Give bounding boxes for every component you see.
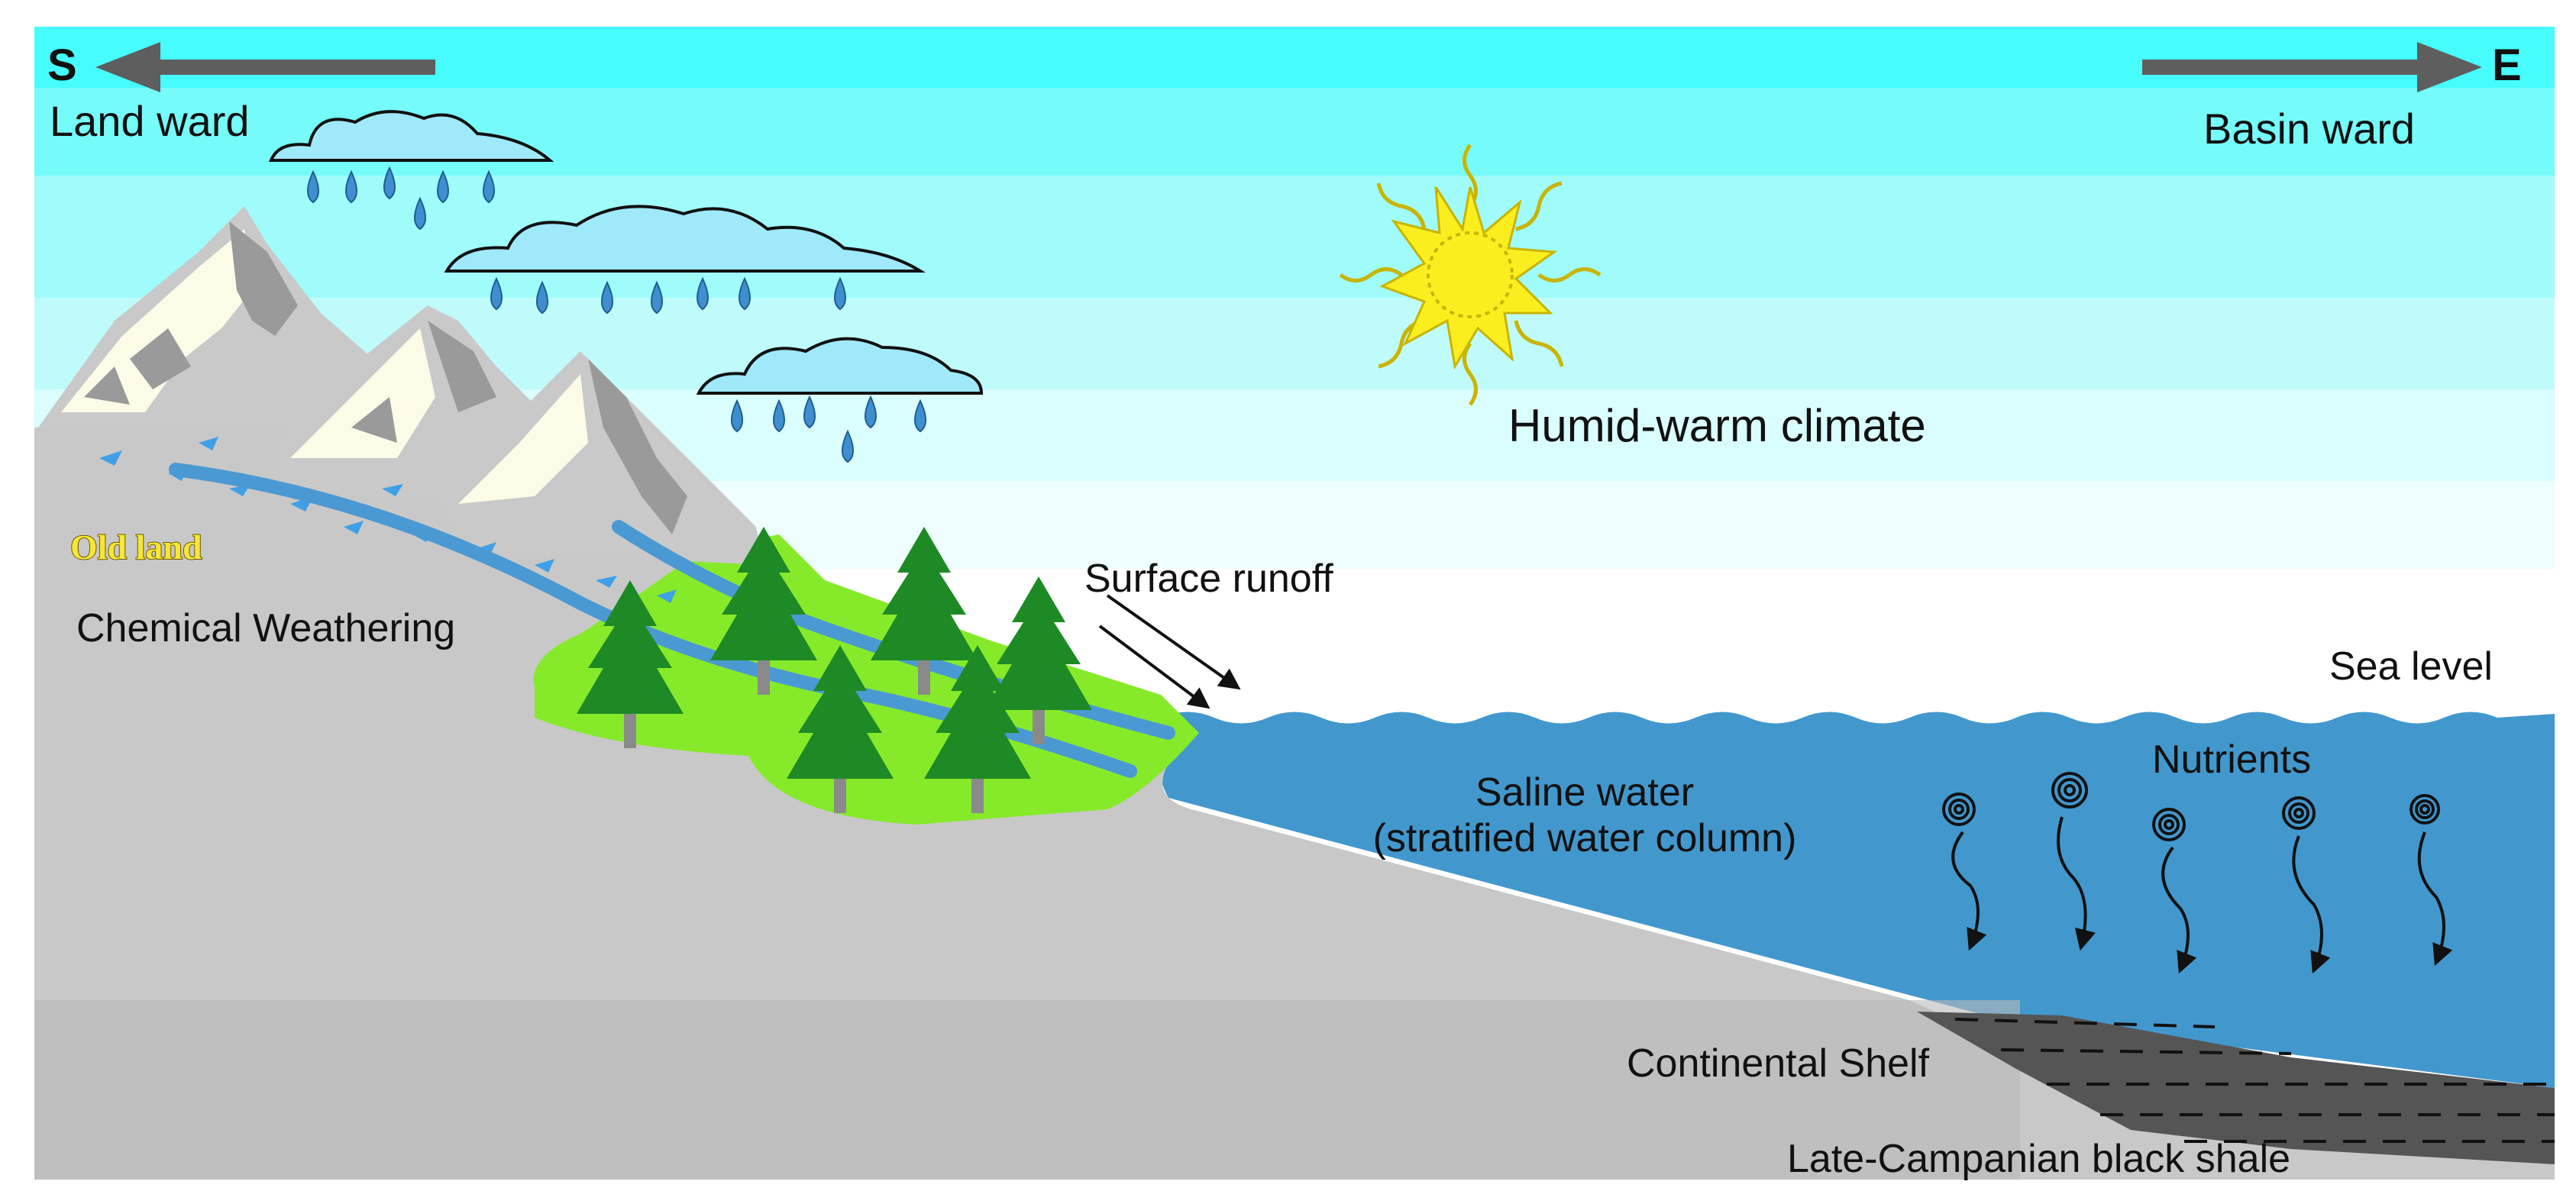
east-letter: E — [2492, 40, 2522, 90]
raindrop-icon — [865, 395, 877, 429]
climate-label: Humid-warm climate — [1508, 400, 1926, 451]
arrow-left-icon — [95, 42, 435, 92]
raindrop-icon — [536, 280, 548, 315]
nutrient-spiral-icon — [2282, 796, 2316, 830]
old-land-label: Old land — [70, 528, 202, 566]
raindrop-icon — [914, 399, 926, 433]
raindrop-icon — [803, 395, 816, 429]
raindrop-icon — [697, 276, 709, 311]
black-shale-label: Late-Campanian black shale — [1787, 1137, 2290, 1181]
sinking-arrow-icon — [2417, 831, 2453, 967]
sea-level-label: Sea level — [2329, 644, 2493, 689]
raindrop-icon — [414, 196, 426, 231]
tree-icon — [985, 576, 1092, 744]
mountain-icon — [443, 351, 764, 565]
sinking-arrow-icon — [1951, 831, 1987, 951]
raindrop-icon — [731, 399, 743, 433]
nutrient-spiral-icon — [2152, 808, 2186, 841]
tree-icon — [710, 527, 817, 695]
raindrop-icon — [651, 280, 663, 315]
forest — [577, 527, 1092, 813]
sinking-arrow-icon — [2161, 846, 2197, 974]
arrow-right-icon — [2142, 42, 2482, 92]
tree-icon — [924, 645, 1031, 813]
nutrient-flux — [1942, 772, 2453, 974]
basinward-label: Basin ward — [2203, 105, 2415, 153]
south-letter: S — [47, 40, 77, 90]
continental-shelf-label: Continental Shelf — [1627, 1041, 1930, 1086]
landward-label: Land ward — [50, 97, 250, 145]
nutrient-spiral-icon — [2051, 772, 2088, 809]
raindrop-icon — [842, 429, 854, 463]
raindrop-icon — [307, 169, 319, 204]
vegetated-lowland — [533, 534, 1199, 825]
cloud-icon — [269, 110, 554, 162]
raindrop-icon — [490, 276, 503, 311]
chemical-weathering-label: Chemical Weathering — [76, 606, 455, 650]
nutrients-label: Nutrients — [2152, 738, 2311, 782]
stratified-water-label: (stratified water column) — [1373, 816, 1797, 860]
tree-icon — [871, 527, 978, 695]
raindrop-icon — [483, 169, 495, 204]
raindrop-icon — [601, 280, 613, 315]
surface-runoff-arrows — [1098, 594, 1241, 709]
cloud-icon — [696, 337, 984, 395]
mountain-range — [38, 206, 764, 603]
sea-water — [1156, 712, 2555, 1088]
raindrop-icon — [834, 276, 846, 311]
surface-runoff-label: Surface runoff — [1084, 557, 1333, 601]
nutrient-spiral-icon — [2410, 794, 2440, 825]
sun-icon — [1339, 144, 1602, 406]
saline-water-label: Saline water — [1475, 770, 1694, 815]
sinking-arrow-icon — [2292, 835, 2331, 974]
nutrient-spiral-icon — [1942, 792, 1976, 826]
black-shale-layer — [1917, 1012, 2555, 1164]
land-lower-band — [34, 1000, 2020, 1180]
tree-icon — [577, 580, 684, 748]
raindrop-icon — [437, 169, 449, 204]
raindrop-icon — [383, 166, 396, 200]
tree-icon — [787, 645, 894, 813]
raindrop-icon — [345, 169, 357, 204]
rain-clouds — [269, 110, 984, 463]
cloud-icon — [444, 205, 926, 273]
raindrop-icon — [773, 399, 785, 433]
sinking-arrow-icon — [2057, 816, 2096, 951]
raindrop-icon — [739, 276, 751, 311]
